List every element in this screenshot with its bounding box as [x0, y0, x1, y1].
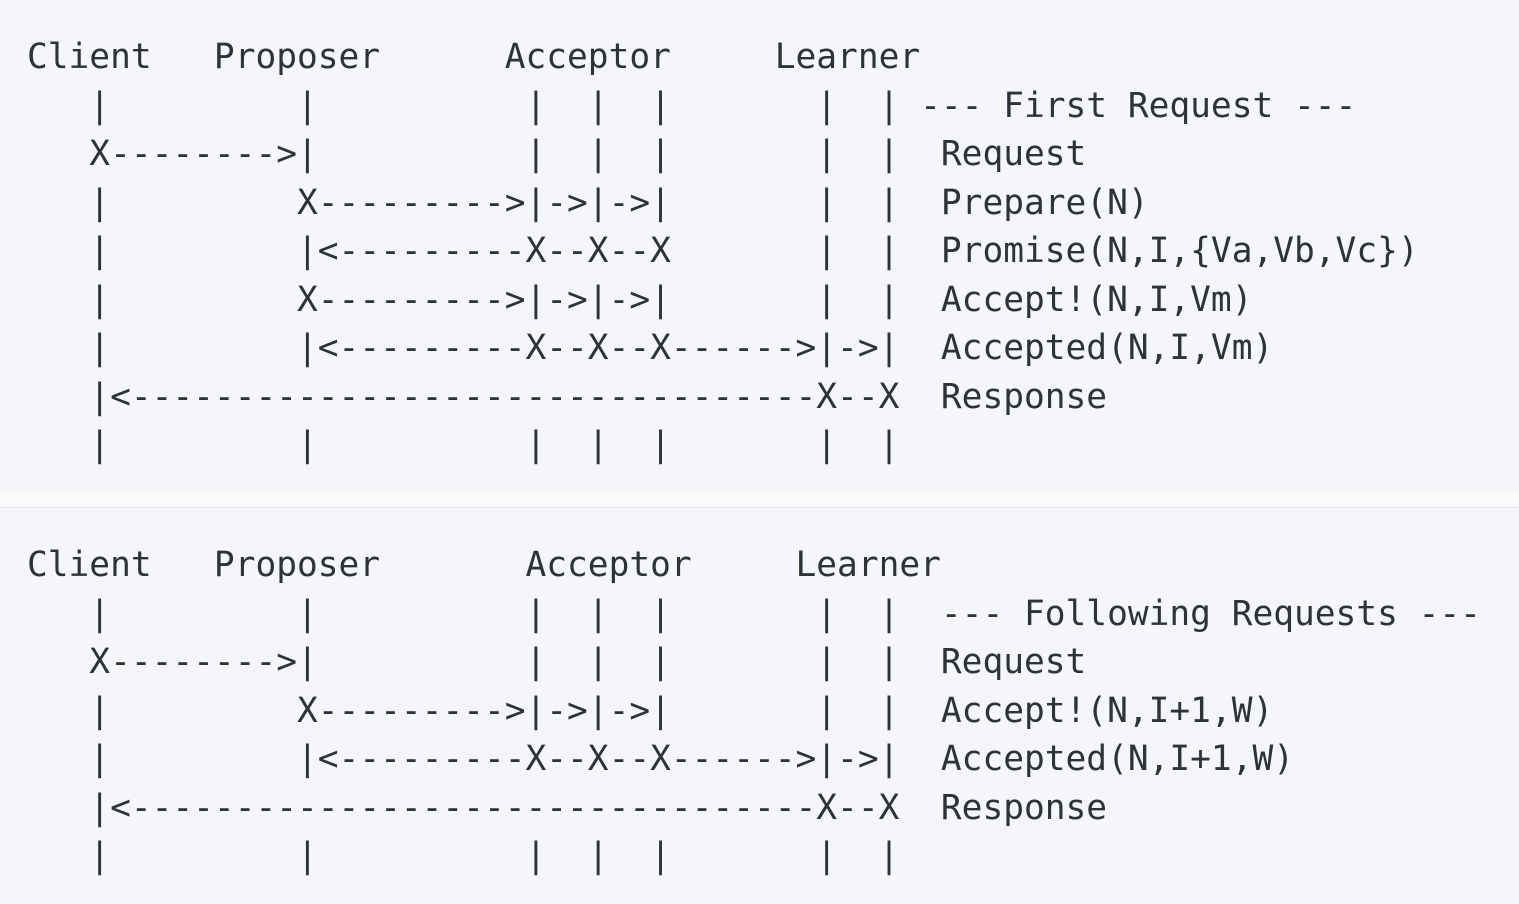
multi-paxos-first-request-diagram: Client Proposer Acceptor Learner | | | |…	[27, 37, 1419, 465]
section-gap	[0, 490, 1519, 507]
multi-paxos-following-requests-diagram: Client Proposer Acceptor Learner | | | |…	[0, 507, 1519, 904]
